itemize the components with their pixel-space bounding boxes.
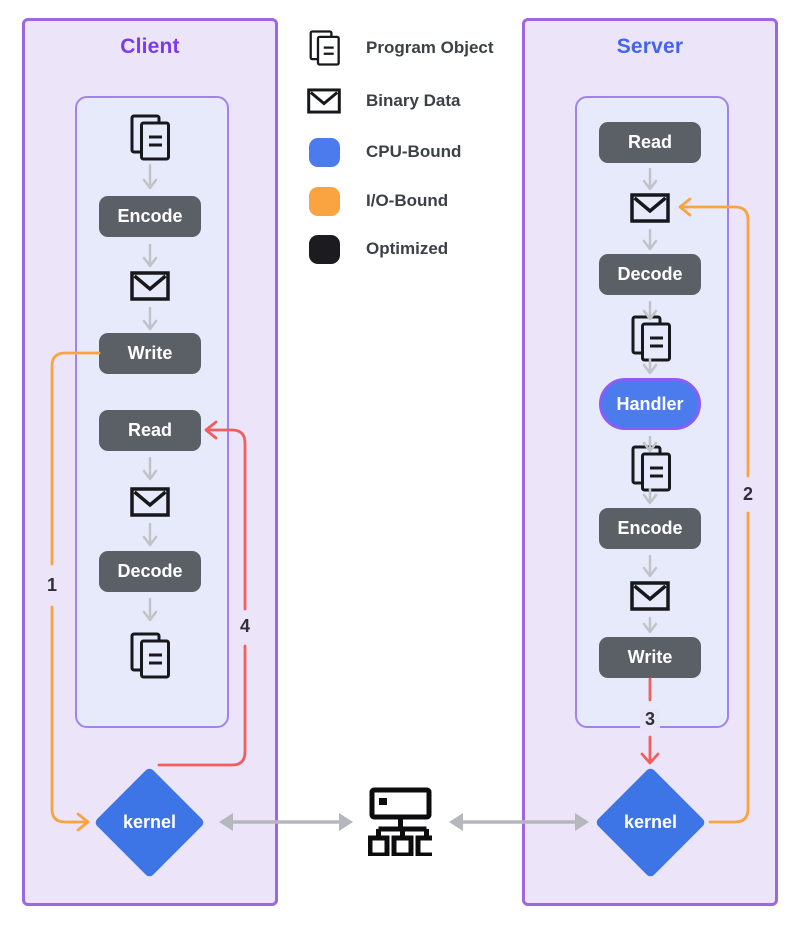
legend-row-binary-data: Binary Data: [306, 84, 460, 118]
client-read-step: Read: [99, 410, 201, 451]
legend-row-program-object: Program Object: [306, 30, 494, 66]
flow-label-1: 1: [46, 575, 57, 595]
network-icon: [367, 786, 438, 858]
legend-label: Optimized: [366, 239, 449, 258]
program-object-icon: [130, 632, 170, 679]
server-write-step: Write: [599, 637, 701, 678]
server-encode-step: Encode: [599, 508, 701, 549]
legend-label: Program Object: [366, 38, 494, 57]
cpu-bound-swatch: [306, 137, 342, 167]
flow-label-3: 3: [640, 709, 660, 730]
server-read-step: Read: [599, 122, 701, 163]
flow-label-2: 2: [742, 484, 753, 504]
server-handler-step: Handler: [599, 378, 701, 430]
legend-row-io-bound: I/O-Bound: [306, 184, 448, 218]
legend-row-cpu-bound: CPU-Bound: [306, 135, 461, 169]
client-kernel-label: kernel: [122, 811, 177, 832]
legend-label: CPU-Bound: [366, 142, 462, 161]
server-kernel-label: kernel: [623, 811, 678, 832]
client-encode-step: Encode: [99, 196, 201, 237]
legend-row-optimized: Optimized: [306, 232, 448, 266]
legend-label: Binary Data: [366, 91, 461, 110]
program-object-icon: [631, 315, 671, 362]
program-object-icon: [631, 445, 671, 492]
program-object-icon: [130, 114, 170, 161]
flow-label-4: 4: [239, 616, 250, 636]
optimized-swatch: [306, 234, 342, 264]
client-title: Client: [120, 35, 180, 58]
program-object-icon: [306, 30, 342, 66]
client-write-step: Write: [99, 333, 201, 374]
legend-label: I/O-Bound: [366, 191, 449, 210]
server-title: Server: [616, 35, 684, 58]
binary-data-icon: [130, 487, 170, 517]
binary-data-icon: [630, 581, 670, 611]
binary-data-icon: [306, 88, 342, 114]
binary-data-icon: [130, 271, 170, 301]
io-bound-swatch: [306, 186, 342, 216]
binary-data-icon: [630, 193, 670, 223]
client-decode-step: Decode: [99, 551, 201, 592]
server-decode-step: Decode: [599, 254, 701, 295]
